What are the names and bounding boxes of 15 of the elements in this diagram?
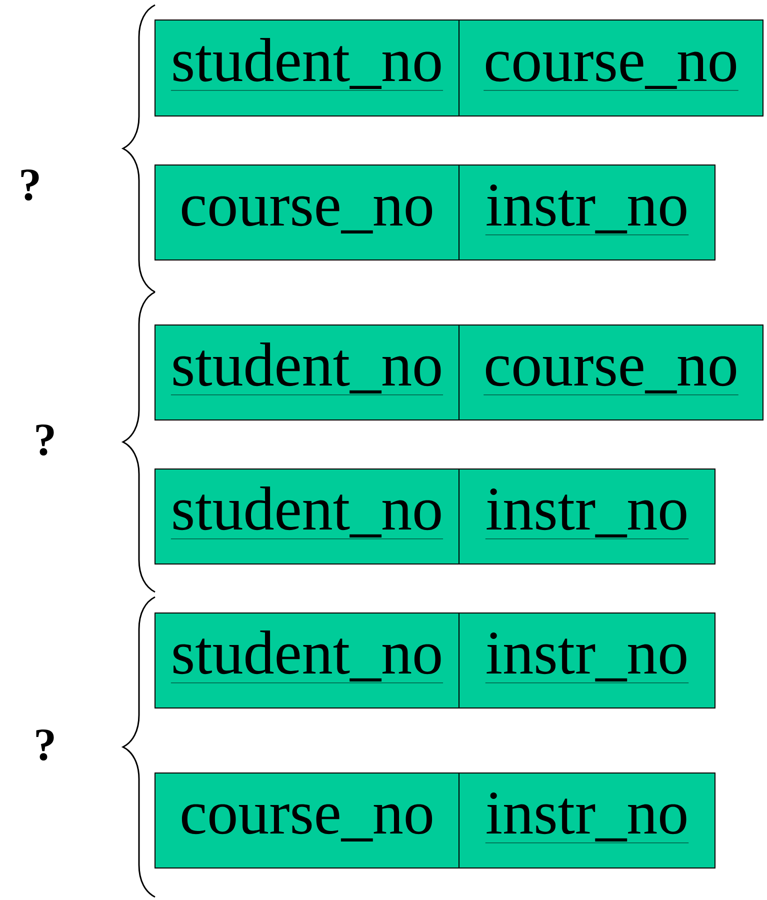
table-cell: course_no xyxy=(458,20,764,116)
table-cell: student_no xyxy=(154,324,460,420)
question-mark: ? xyxy=(36,424,54,456)
table-cell: student_no xyxy=(154,612,460,708)
table-cell: instr_no xyxy=(458,164,716,260)
table-cell: instr_no xyxy=(458,468,716,564)
question-mark: ? xyxy=(36,729,54,761)
table-cell: student_no xyxy=(154,468,460,564)
table-cell: course_no xyxy=(154,164,460,260)
table-cell: instr_no xyxy=(458,772,716,868)
table-cell: student_no xyxy=(154,20,460,116)
table-cell: course_no xyxy=(458,324,764,420)
table-cell: instr_no xyxy=(458,612,716,708)
table-cell: course_no xyxy=(154,772,460,868)
question-mark: ? xyxy=(21,169,39,201)
